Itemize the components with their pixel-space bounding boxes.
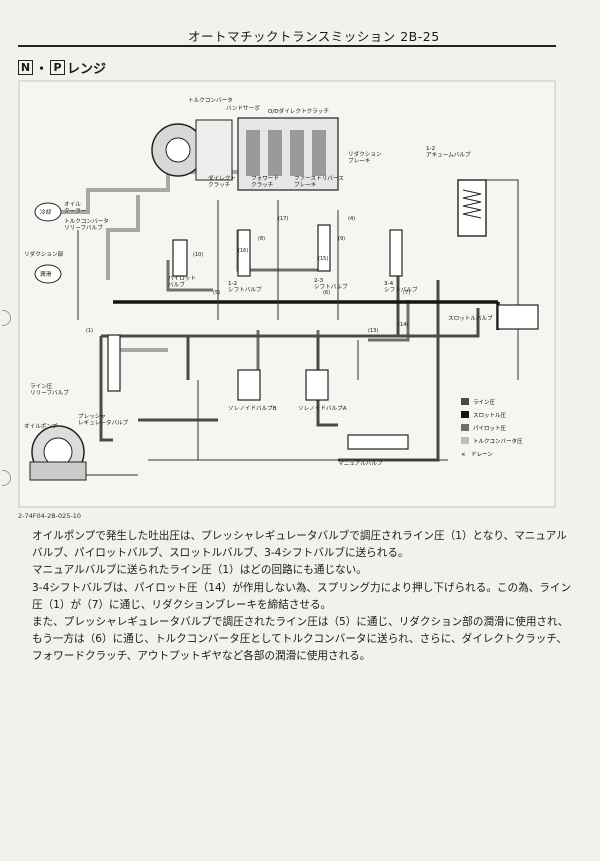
pressure-regulator-body — [107, 334, 121, 392]
solenoid-a-body — [305, 369, 329, 401]
label-cooler: 冷却 — [40, 208, 52, 216]
port-numbers: (1) (5) (6) (7) (14) (13) (17) (4) (8) (… — [86, 216, 410, 334]
legend-label-pilot: パイロット圧 — [473, 425, 507, 432]
legend-swatch-throttle — [461, 411, 469, 418]
label-manual-valve: マニュアルバルブ — [338, 459, 383, 467]
svg-text:(17): (17) — [278, 216, 288, 222]
label-line-relief: ライン圧リリーフバルブ — [30, 383, 69, 396]
label-reduction-part: リダクション部 — [24, 250, 64, 258]
label-oil-pump: オイルポンプ — [24, 422, 58, 430]
page-header-title: オートマチックトランスミッション 2B-25 — [188, 29, 440, 44]
svg-text:(4): (4) — [348, 216, 355, 222]
hydraulic-circuit-diagram: トルクコンバータ バンドサーボ O/Dダイレクトクラッチ リダクションブレーキ … — [18, 80, 556, 508]
legend-label-tc: トルクコンバータ圧 — [473, 437, 523, 445]
oil-pump — [29, 425, 87, 481]
paragraph-1a: オイルポンプで発生した吐出圧は、プレッシャレギュレータバルブで調圧されライン圧（… — [32, 530, 567, 542]
range-mark-n: N — [18, 60, 33, 75]
label-direct-clutch: ダイレクトクラッチ — [208, 174, 236, 188]
throttle-valve-body — [497, 304, 539, 330]
figure-id: 2-74F04-2B-025-10 — [18, 512, 82, 520]
svg-text:(9): (9) — [338, 236, 345, 242]
paragraph-4a: また、プレッシャレギュレータバルブで調圧されたライン圧は（5）に通じ、リダクショ… — [32, 616, 569, 629]
svg-text:(8): (8) — [258, 236, 265, 242]
punch-hole — [2, 310, 11, 326]
clutch-pack — [237, 117, 339, 191]
torque-converter — [151, 119, 233, 181]
label-lubrication: 潤滑 — [40, 270, 52, 278]
svg-text:(16): (16) — [238, 248, 248, 254]
accumulator — [457, 179, 487, 237]
paragraph-4b: もう一方は（6）に通じ、トルクコンバータ圧としてトルクコンバータに送られ、さらに… — [32, 633, 567, 646]
section-title: N ・ P レンジ — [18, 58, 106, 77]
paragraph-2: マニュアルバルブに送られたライン圧（1）はどの回路にも通じない。 — [32, 564, 367, 577]
svg-text:(10): (10) — [193, 252, 203, 258]
legend-label-line: ライン圧 — [473, 399, 496, 406]
shift-valve-12-body — [237, 229, 251, 277]
label-solenoid-a: ソレノイドバルブA — [298, 404, 347, 412]
legend: ライン圧 スロットル圧 パイロット圧 トルクコンバータ圧 × ドレーン — [461, 398, 523, 458]
shift-valve-34-body — [389, 229, 403, 277]
shift-valve-23-body — [317, 224, 331, 272]
svg-text:(13): (13) — [368, 328, 378, 334]
svg-text:(7): (7) — [403, 290, 410, 296]
label-oil-cooler: オイルクーラー — [64, 201, 87, 214]
legend-swatch-tc — [461, 437, 469, 444]
punch-hole — [2, 470, 11, 486]
svg-text:(1): (1) — [86, 328, 93, 334]
label-pilot-valve: パイロットバルブ — [168, 275, 196, 288]
header-rule — [18, 45, 556, 47]
paragraph-3b: 圧（1）が（7）に通じ、リダクションブレーキを締結させる。 — [32, 598, 332, 611]
svg-text:(14): (14) — [398, 322, 408, 328]
range-mark-p: P — [50, 60, 66, 75]
label-tc-relief-valve: トルクコンバータリリーフバルブ — [64, 217, 109, 231]
svg-text:(5): (5) — [213, 290, 220, 296]
pilot-valve-body — [172, 239, 188, 277]
label-first-reverse-brake: ファーストリバースブレーキ — [294, 175, 344, 188]
legend-swatch-pilot — [461, 424, 469, 431]
label-pressure-regulator: プレッシャレギュレータバルブ — [78, 413, 129, 426]
paragraph-3a: 3-4シフトバルブは、パイロット圧（14）が作用しない為、スプリング力により押し… — [32, 581, 572, 594]
legend-label-throttle: スロットル圧 — [473, 412, 507, 419]
label-forward-clutch: フォワードクラッチ — [251, 175, 279, 188]
legend-swatch-line — [461, 398, 469, 405]
svg-text:(6): (6) — [323, 290, 330, 296]
label-throttle-valve: スロットルバルブ — [448, 314, 493, 322]
legend-label-drain: × ドレーン — [461, 452, 493, 458]
range-suffix: レンジ — [67, 62, 107, 77]
paragraph-1b: バルブ、パイロットバルブ、スロットルバルブ、3-4シフトバルブに送られる。 — [32, 547, 409, 560]
range-separator: ・ — [35, 62, 49, 77]
label-od-direct-clutch: O/Dダイレクトクラッチ — [268, 107, 329, 115]
label-band-servo: バンドサーボ — [226, 104, 260, 112]
label-reduction-brake: リダクションブレーキ — [348, 150, 382, 164]
valve-bodies — [107, 224, 539, 450]
svg-text:(15): (15) — [318, 256, 328, 262]
paragraph-4c: フォワードクラッチ、アウトプットギヤなど各部の潤滑に使用される。 — [32, 650, 371, 663]
cooler-ellipse — [34, 202, 62, 222]
lubrication-ellipse — [34, 264, 62, 284]
manual-valve-body — [347, 434, 409, 450]
label-solenoid-b: ソレノイドバルブB — [228, 404, 277, 412]
label-torque-converter: トルクコンバータ — [188, 96, 233, 104]
solenoid-b-body — [237, 369, 261, 401]
body-text: オイルポンプで発生した吐出圧は、プレッシャレギュレータバルブで調圧されライン圧（… — [32, 528, 572, 666]
